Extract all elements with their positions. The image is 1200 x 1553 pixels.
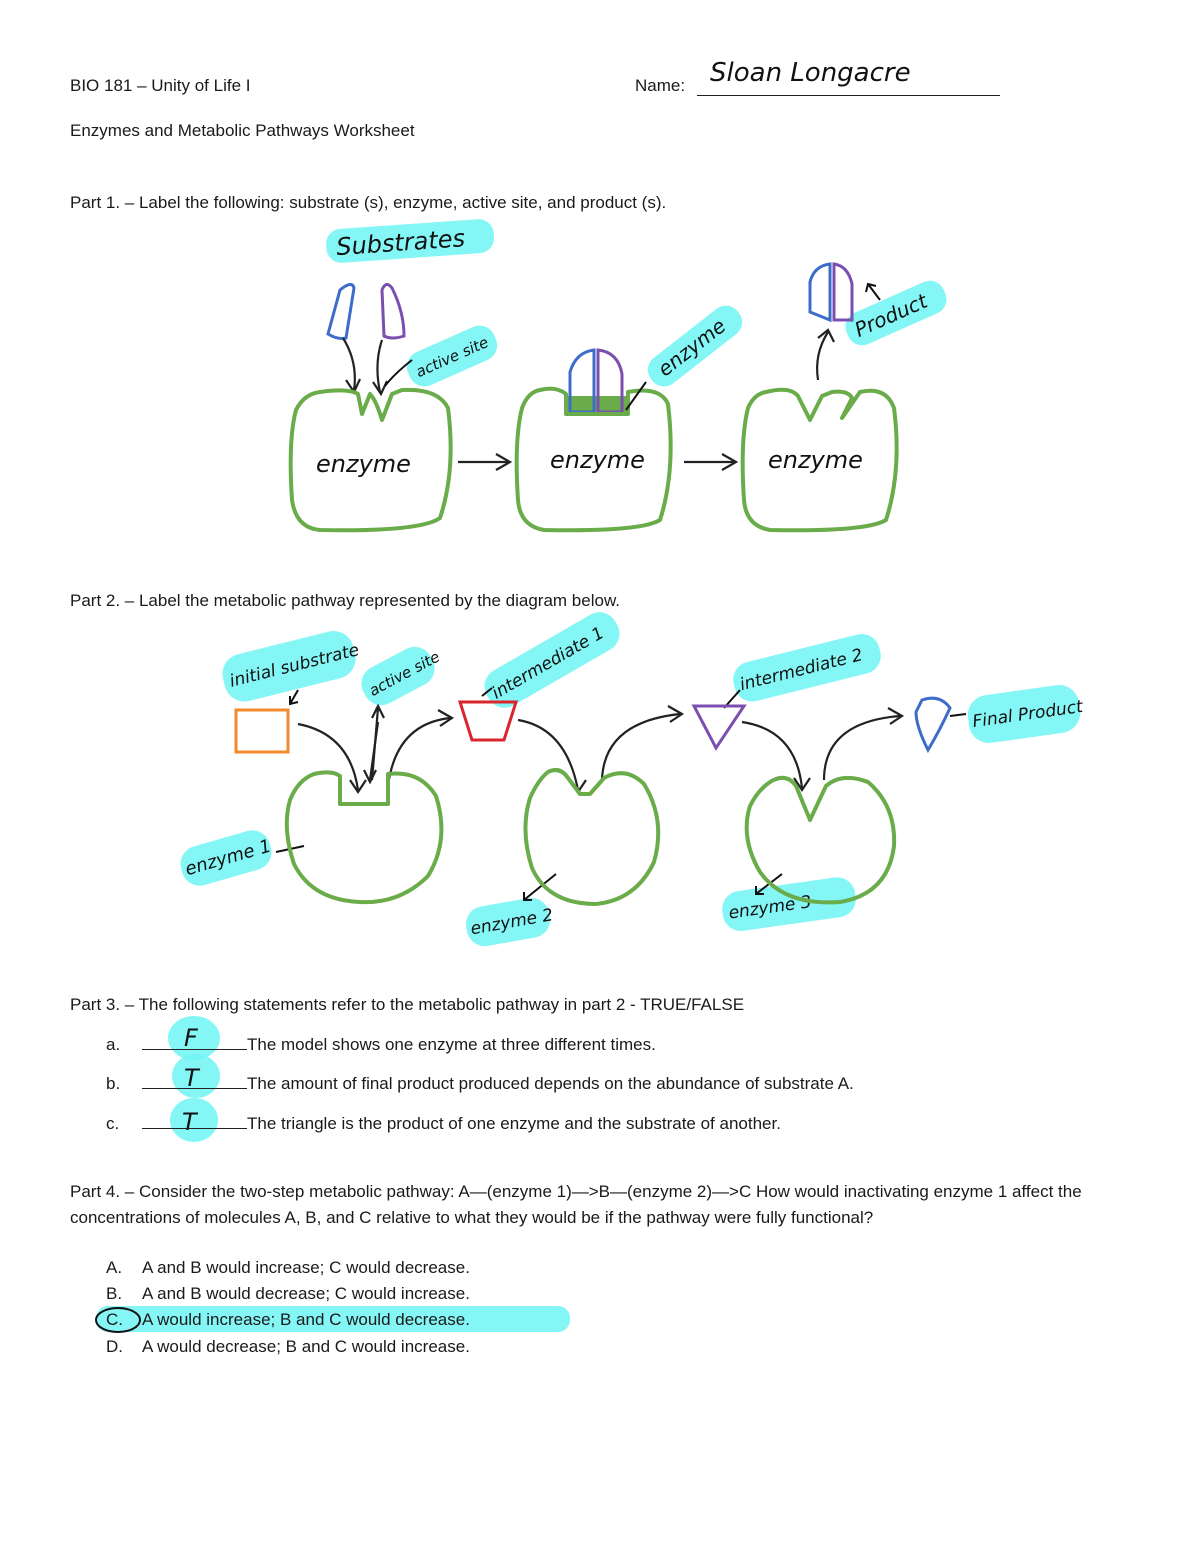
- tf-answer-blank[interactable]: [142, 1033, 247, 1050]
- pathway-enzyme-2: [523, 768, 661, 906]
- arrowhead-triangle-in: [793, 777, 811, 792]
- tf-letter: a.: [106, 1035, 121, 1054]
- tf-letter: c.: [106, 1114, 120, 1133]
- enzyme-pointer: [625, 381, 647, 411]
- pathway-enzyme-1: [284, 770, 444, 905]
- arrowhead-active-site: [371, 703, 385, 719]
- option-a[interactable]: A. A and B would increase; C would decrea…: [106, 1258, 470, 1278]
- triangle-intermediate-2: [691, 704, 747, 751]
- arrow-substrate1-in: [342, 337, 356, 391]
- highlight-substrates: [326, 219, 495, 263]
- enzyme-label-3: enzyme: [768, 446, 863, 474]
- enzyme-shape-3: [740, 387, 899, 533]
- bound-substrate-right: [596, 348, 624, 414]
- tf-statement: The triangle is the product of one enzym…: [247, 1114, 781, 1133]
- option-letter: A.: [106, 1258, 123, 1277]
- highlight-final-product: [967, 685, 1081, 743]
- tf-answer-blank[interactable]: [142, 1112, 247, 1129]
- worksheet-title: Enzymes and Metabolic Pathways Worksheet: [70, 121, 415, 140]
- arrow-substrate2-in: [376, 339, 384, 393]
- arrow-to-half-circle: [822, 714, 901, 781]
- highlight-enzyme-2: [466, 897, 550, 947]
- arrow-trapezoid-in: [517, 718, 580, 791]
- name-signature: Sloan Longacre: [710, 58, 911, 88]
- active-site-pointer: [384, 359, 413, 387]
- option-text: A and B would decrease; C would increase…: [142, 1284, 470, 1303]
- arrow-triangle-in: [741, 720, 804, 789]
- option-text: A would decrease; B and C would increase…: [142, 1337, 470, 1356]
- tf-answer-blank[interactable]: [142, 1072, 247, 1089]
- half-circle-final-product: [914, 696, 952, 754]
- arrow-active-site-down: [363, 721, 380, 785]
- substrate-blue: [326, 283, 356, 340]
- part1-prompt: Part 1. – Label the following: substrate…: [70, 193, 667, 212]
- answer-highlight-c: [170, 1098, 218, 1142]
- selected-option-highlight: [96, 1306, 570, 1332]
- name-label: Name:: [635, 76, 686, 95]
- option-c[interactable]: C. A would increase; B and C would decrea…: [106, 1310, 470, 1330]
- enzyme-label-1: enzyme: [316, 450, 411, 478]
- arrowhead-step-2: [721, 453, 739, 471]
- highlight-initial-substrate: [222, 630, 356, 702]
- name-field-line[interactable]: [697, 95, 1000, 96]
- tf-item-c: c. The triangle is the product of one enz…: [106, 1112, 781, 1135]
- pointer-enzyme-2: [523, 873, 557, 901]
- option-letter: C.: [106, 1310, 123, 1329]
- arrowhead-step-1: [495, 453, 513, 471]
- selected-option-circle: [95, 1307, 141, 1333]
- arrowhead-to-half-circle: [887, 707, 905, 725]
- answer-c: T: [182, 1108, 199, 1136]
- pointer-intermediate-1: [481, 687, 493, 697]
- tf-statement: The amount of final product produced dep…: [247, 1074, 854, 1093]
- tf-item-a: a. The model shows one enzyme at three di…: [106, 1033, 656, 1056]
- arrowhead-to-trapezoid: [437, 709, 455, 727]
- product-left: [808, 262, 832, 323]
- tf-item-b: b. The amount of final product produced d…: [106, 1072, 854, 1095]
- tf-letter: b.: [106, 1074, 121, 1093]
- answer-a: F: [184, 1024, 199, 1052]
- option-letter: D.: [106, 1337, 123, 1356]
- highlight-enzyme-1: [647, 305, 743, 387]
- bound-substrate-left: [568, 348, 596, 414]
- pathway-enzyme-3: [744, 775, 897, 905]
- part2-prompt: Part 2. – Label the metabolic pathway re…: [70, 591, 621, 610]
- answer-highlight-b: [172, 1054, 220, 1098]
- product-right: [832, 262, 854, 322]
- arrow-square-in: [297, 722, 360, 791]
- arrow-to-triangle: [600, 712, 681, 781]
- option-text: A and B would increase; C would decrease…: [142, 1258, 470, 1277]
- answer-b: T: [184, 1064, 201, 1092]
- arrowhead-product: [817, 328, 835, 343]
- arrowhead-square-in: [349, 779, 367, 794]
- substrate-purple: [380, 283, 406, 340]
- arrowhead-to-triangle: [667, 705, 685, 723]
- part3-prompt: Part 3. – The following statements refer…: [70, 995, 745, 1014]
- trapezoid-intermediate-1: [457, 700, 519, 742]
- bound-substrates-highlight: [566, 396, 626, 414]
- option-b[interactable]: B. A and B would decrease; C would increa…: [106, 1284, 470, 1304]
- highlight-product: [845, 280, 947, 346]
- highlight-active-site: [406, 325, 498, 387]
- option-text: A would increase; B and C would decrease…: [142, 1310, 470, 1329]
- part4-prompt: Part 4. – Consider the two-step metaboli…: [70, 1182, 1082, 1227]
- square-initial-substrate: [234, 708, 290, 754]
- enzyme-shape-2: [514, 386, 673, 533]
- course-title: BIO 181 – Unity of Life I: [70, 76, 251, 95]
- tf-statement: The model shows one enzyme at three diff…: [247, 1035, 656, 1054]
- highlight-active-site-2: [361, 646, 435, 706]
- enzyme-shape-1: [288, 387, 453, 533]
- option-d[interactable]: D. A would decrease; B and C would increa…: [106, 1337, 470, 1357]
- option-letter: B.: [106, 1284, 123, 1303]
- highlight-enzyme-1: [180, 830, 272, 886]
- highlight-intermediate-2: [733, 634, 881, 702]
- product-pointer: [865, 282, 881, 301]
- highlight-intermediate-1: [484, 612, 620, 708]
- enzyme-label-2: enzyme: [550, 446, 645, 474]
- arrow-product-out: [816, 331, 829, 381]
- pointer-initial-substrate: [289, 689, 299, 706]
- pointer-final-product: [949, 713, 967, 717]
